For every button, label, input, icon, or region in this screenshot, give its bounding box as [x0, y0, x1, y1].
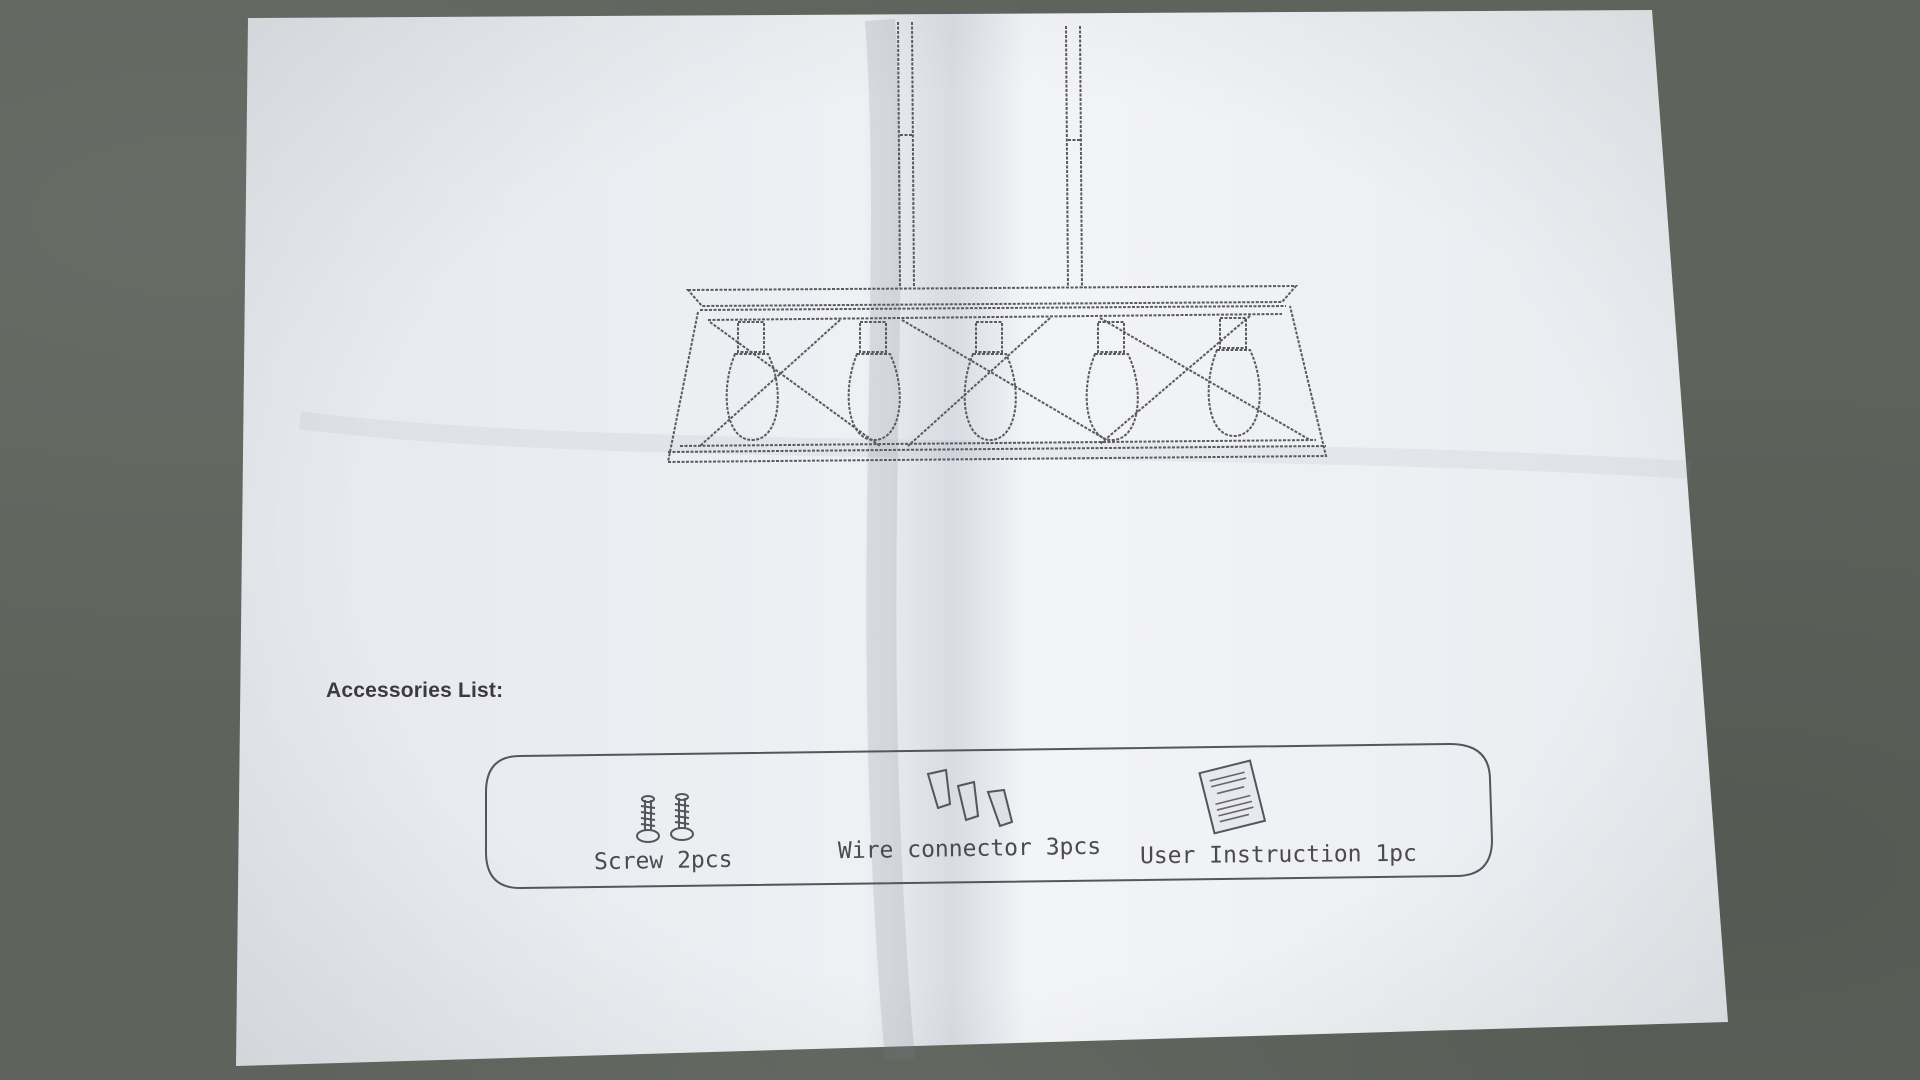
instruction-booklet-icon — [1198, 759, 1267, 835]
user-instruction-label: User Instruction 1pc — [1139, 840, 1418, 870]
accessories-frame — [485, 742, 1494, 890]
screw-icon — [636, 793, 694, 843]
wire-connector-label: Wire connector 3pcs — [837, 833, 1102, 865]
accessories-heading: Accessories List: — [326, 679, 504, 702]
chandelier-drawing — [666, 21, 1328, 464]
screw-label: Screw 2pcs — [593, 846, 733, 876]
wire-connector-icon — [926, 768, 1014, 828]
